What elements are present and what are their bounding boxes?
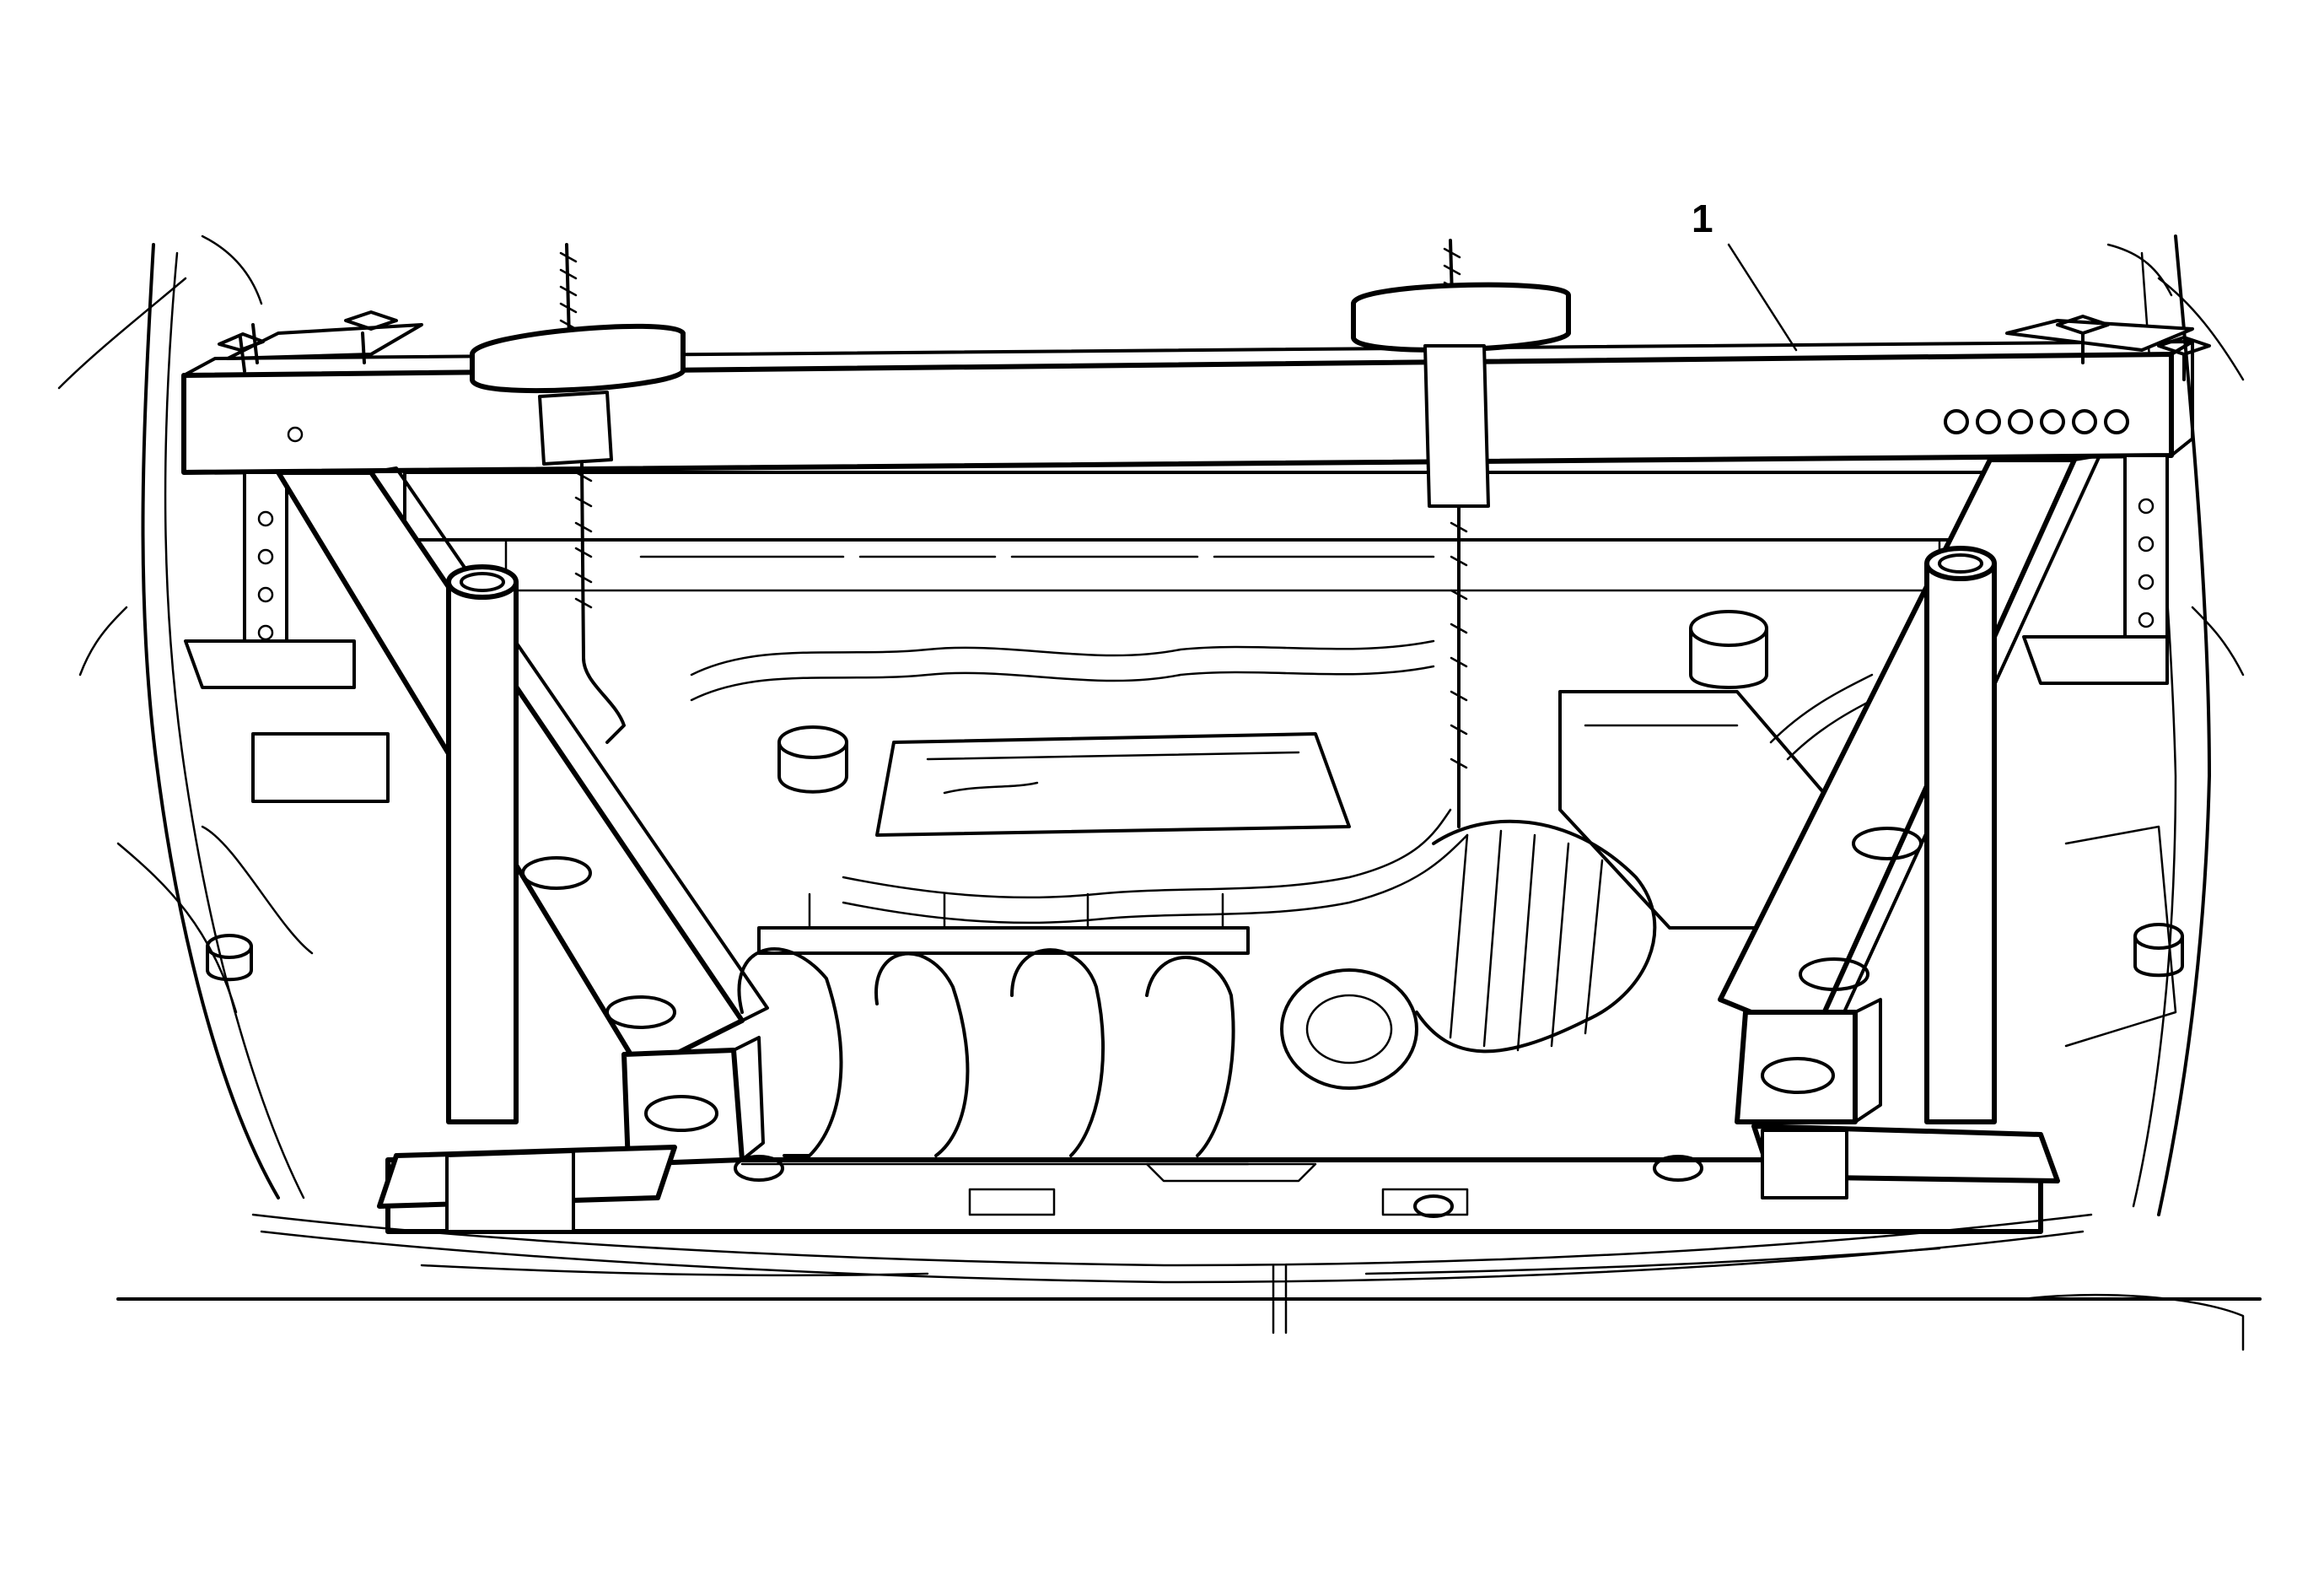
callout-leader-line — [1727, 243, 1798, 352]
engine-support-fixture — [181, 239, 2211, 1233]
vehicle-body-outline — [57, 234, 2262, 1351]
callout-label-1: 1 — [1692, 197, 1713, 240]
